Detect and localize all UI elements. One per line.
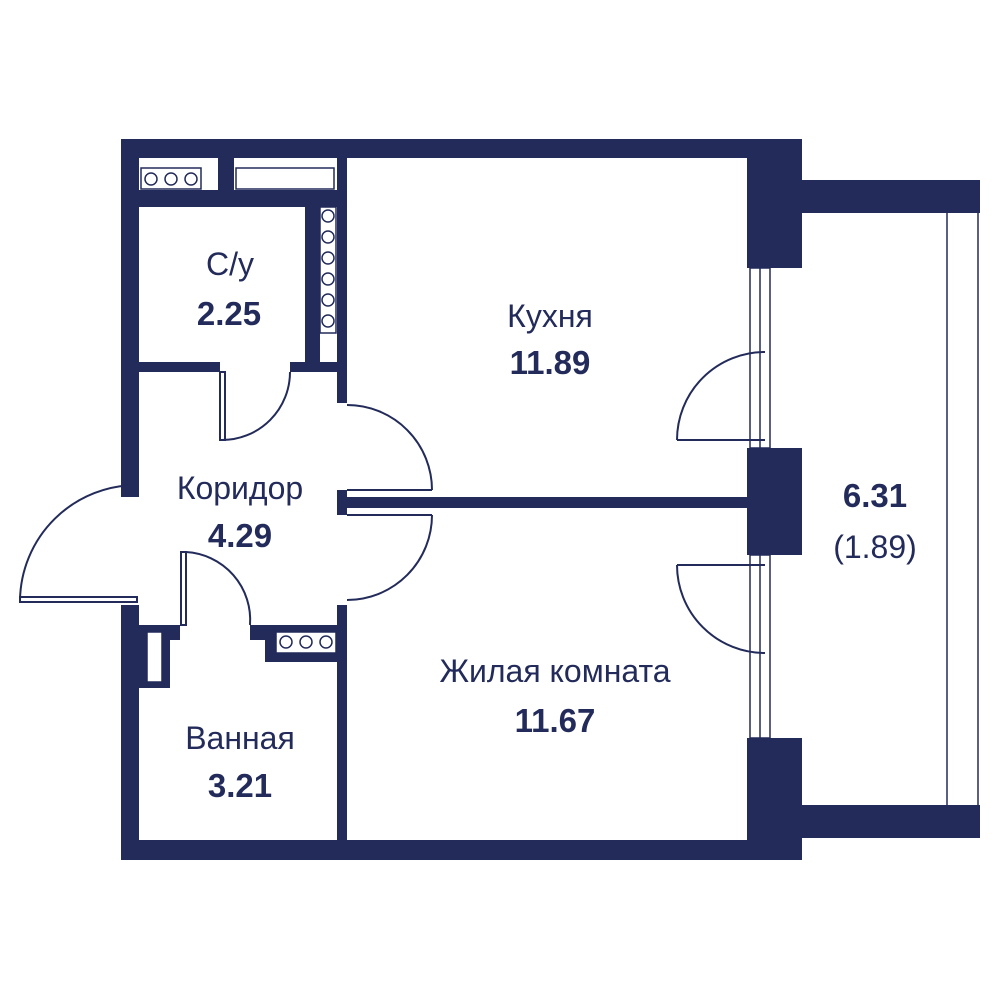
doors xyxy=(19,351,766,654)
balcony-reduced-area: (1.89) xyxy=(833,529,917,565)
windows xyxy=(749,213,979,805)
balcony-area: 6.31 xyxy=(843,477,907,514)
room-name-bathroom: Ванная xyxy=(185,720,295,756)
room-area-corridor: 4.29 xyxy=(208,517,272,554)
room-area-living-room: 11.67 xyxy=(515,702,596,739)
room-labels: С/у 2.25 Кухня 11.89 Коридор 4.29 Ванная… xyxy=(177,246,917,804)
room-name-kitchen: Кухня xyxy=(507,298,593,334)
room-name-living-room: Жилая комната xyxy=(439,653,670,689)
room-area-kitchen: 11.89 xyxy=(510,344,591,381)
fixtures xyxy=(140,167,337,683)
room-area-wc: 2.25 xyxy=(197,295,261,332)
room-area-bathroom: 3.21 xyxy=(208,767,272,804)
room-name-wc: С/у xyxy=(206,246,254,282)
room-name-corridor: Коридор xyxy=(177,470,303,506)
walls xyxy=(121,139,980,860)
